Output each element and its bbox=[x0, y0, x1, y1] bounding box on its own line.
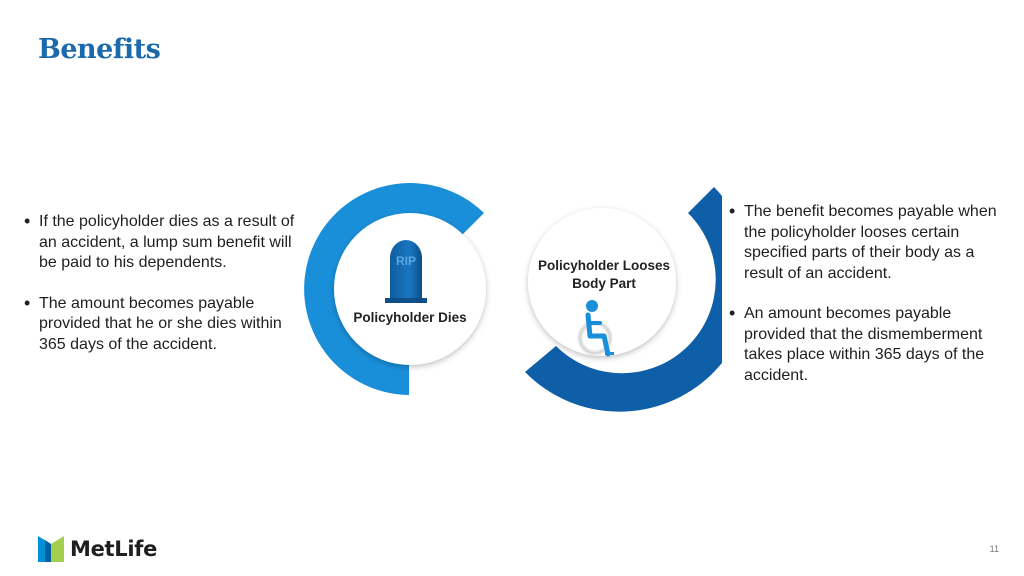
metlife-m-icon bbox=[38, 536, 64, 562]
benefits-diagram: RIP Policyholder Dies Policyholder Loose… bbox=[296, 176, 752, 412]
left-bullet-item: If the policyholder dies as a result of … bbox=[24, 211, 296, 274]
right-circle-label: Policyholder Looses Body Part bbox=[537, 258, 671, 291]
right-bullet-list: The benefit becomes payable when the pol… bbox=[729, 201, 1004, 406]
tombstone-text: RIP bbox=[396, 254, 416, 268]
diagram-graphic: RIP bbox=[304, 183, 752, 412]
logo-text: MetLife bbox=[70, 537, 158, 561]
left-ring-arc bbox=[304, 183, 484, 395]
slide-title: Benefits bbox=[38, 34, 161, 65]
right-ring-arc bbox=[525, 187, 752, 412]
left-circle-label: Policyholder Dies bbox=[353, 310, 467, 325]
right-bullet-item: The benefit becomes payable when the pol… bbox=[729, 201, 1004, 284]
page-number: 11 bbox=[989, 544, 999, 554]
right-inner-circle bbox=[528, 208, 676, 356]
left-bullet-list: If the policyholder dies as a result of … bbox=[24, 211, 296, 375]
metlife-logo: MetLife bbox=[38, 534, 157, 564]
wheelchair-icon bbox=[577, 300, 614, 357]
left-bullet-item: The amount becomes payable provided that… bbox=[24, 293, 296, 356]
tombstone-icon: RIP bbox=[385, 240, 427, 303]
right-bullet-item: An amount becomes payable provided that … bbox=[729, 303, 1004, 386]
